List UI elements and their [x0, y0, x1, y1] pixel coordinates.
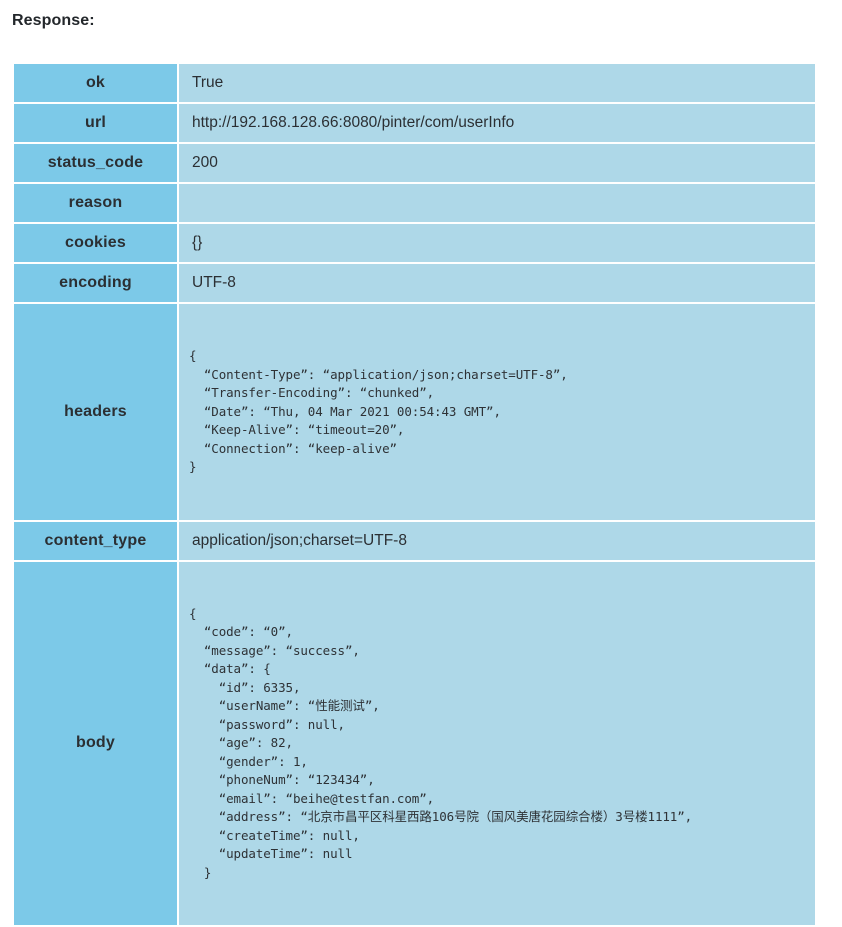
row-key-headers: headers — [14, 304, 177, 520]
row-key-cookies: cookies — [14, 224, 177, 262]
row-value-status-code: 200 — [179, 144, 815, 182]
row-value-url: http://192.168.128.66:8080/pinter/com/us… — [179, 104, 815, 142]
table-row: headers { “Content-Type”: “application/j… — [14, 304, 815, 520]
row-value-headers: { “Content-Type”: “application/json;char… — [179, 304, 815, 520]
table-row: body { “code”: “0”, “message”: “success”… — [14, 561, 815, 925]
row-key-url: url — [14, 104, 177, 142]
row-key-ok: ok — [14, 64, 177, 102]
row-key-body: body — [14, 561, 177, 925]
response-page: Response: ok True url http://192.168.128… — [12, 12, 815, 925]
response-table: ok True url http://192.168.128.66:8080/p… — [12, 62, 817, 927]
row-key-encoding: encoding — [14, 264, 177, 302]
row-value-body: { “code”: “0”, “message”: “success”, “da… — [179, 561, 815, 925]
row-value-cookies: {} — [179, 224, 815, 262]
table-row: cookies {} — [14, 224, 815, 262]
table-row: reason — [14, 184, 815, 222]
row-key-reason: reason — [14, 184, 177, 222]
response-table-body: ok True url http://192.168.128.66:8080/p… — [14, 64, 815, 925]
row-key-content-type: content_type — [14, 521, 177, 560]
row-value-reason — [179, 184, 815, 222]
body-json: { “code”: “0”, “message”: “success”, “da… — [189, 605, 693, 880]
table-row: content_type application/json;charset=UT… — [14, 521, 815, 560]
row-value-content-type: application/json;charset=UTF-8 — [179, 521, 815, 560]
table-row: encoding UTF-8 — [14, 264, 815, 302]
headers-json: { “Content-Type”: “application/json;char… — [189, 348, 568, 474]
row-value-encoding: UTF-8 — [179, 264, 815, 302]
row-key-status-code: status_code — [14, 144, 177, 182]
table-row: url http://192.168.128.66:8080/pinter/co… — [14, 104, 815, 142]
page-title: Response: — [12, 12, 95, 29]
table-row: status_code 200 — [14, 144, 815, 182]
row-value-ok: True — [179, 64, 815, 102]
table-row: ok True — [14, 64, 815, 102]
